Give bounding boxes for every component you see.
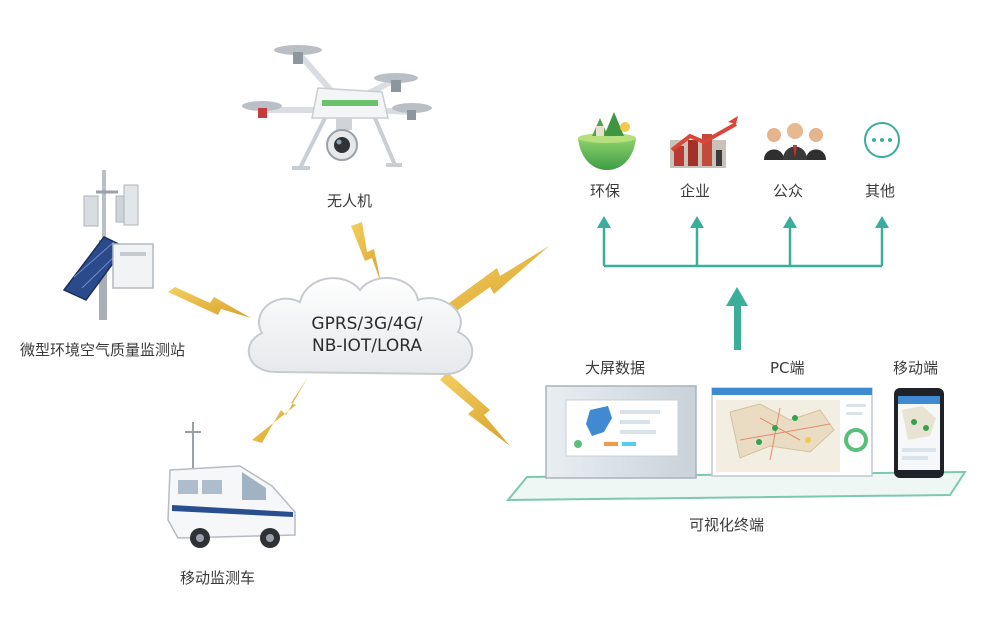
growth-chart-icon — [674, 146, 684, 166]
network-label: GPRS/3G/4G/ NB-IOT/LORA — [272, 313, 462, 357]
network-label-line1: GPRS/3G/4G/ — [311, 314, 423, 334]
user-label-environment: 环保 — [590, 182, 620, 200]
big-screen-illustration — [545, 385, 697, 479]
user-icon-other — [864, 122, 900, 158]
drone-illustration — [242, 45, 432, 170]
main-up-arrow — [726, 287, 748, 350]
arrow-up-icon — [597, 216, 611, 228]
monitoring-vehicle-illustration — [167, 422, 296, 548]
map-icon — [586, 406, 612, 436]
user-label-public: 公众 — [773, 182, 803, 200]
monitoring-station-illustration — [62, 170, 154, 320]
terminal-label-big-screen: 大屏数据 — [585, 359, 645, 377]
user-icon-enterprise — [670, 116, 738, 168]
network-label-line2: NB-IOT/LORA — [311, 336, 423, 356]
user-icon-public — [764, 123, 826, 160]
lightning-icon — [440, 372, 510, 446]
vehicle-label: 移动监测车 — [180, 569, 255, 587]
terminal-label-pc: PC端 — [770, 359, 805, 377]
lightning-icon — [441, 246, 549, 317]
distribution-arrows — [597, 216, 889, 268]
user-icon-environment — [578, 112, 636, 170]
people-group-icon — [764, 123, 826, 160]
lightning-icon — [252, 377, 308, 443]
user-label-enterprise: 企业 — [680, 182, 710, 200]
station-label: 微型环境空气质量监测站 — [20, 341, 185, 359]
network-cloud — [247, 276, 474, 376]
map-icon — [729, 403, 835, 459]
map-icon — [902, 406, 936, 440]
arrow-up-icon — [875, 216, 889, 228]
ellipsis-icon — [864, 122, 900, 158]
mobile-phone-illustration — [894, 388, 944, 478]
terminals-title: 可视化终端 — [689, 516, 764, 534]
arrow-up-icon — [726, 287, 748, 306]
arrow-up-icon — [783, 216, 797, 228]
lightning-icon — [351, 222, 381, 283]
lightning-bolts — [168, 222, 549, 446]
arrow-up-icon — [690, 216, 704, 228]
user-label-other: 其他 — [865, 182, 895, 200]
terminal-label-mobile: 移动端 — [893, 359, 938, 377]
pc-screen-illustration — [711, 387, 873, 477]
drone-label: 无人机 — [327, 192, 372, 210]
lightning-icon — [168, 287, 251, 318]
globe-leaf-icon — [578, 138, 636, 170]
